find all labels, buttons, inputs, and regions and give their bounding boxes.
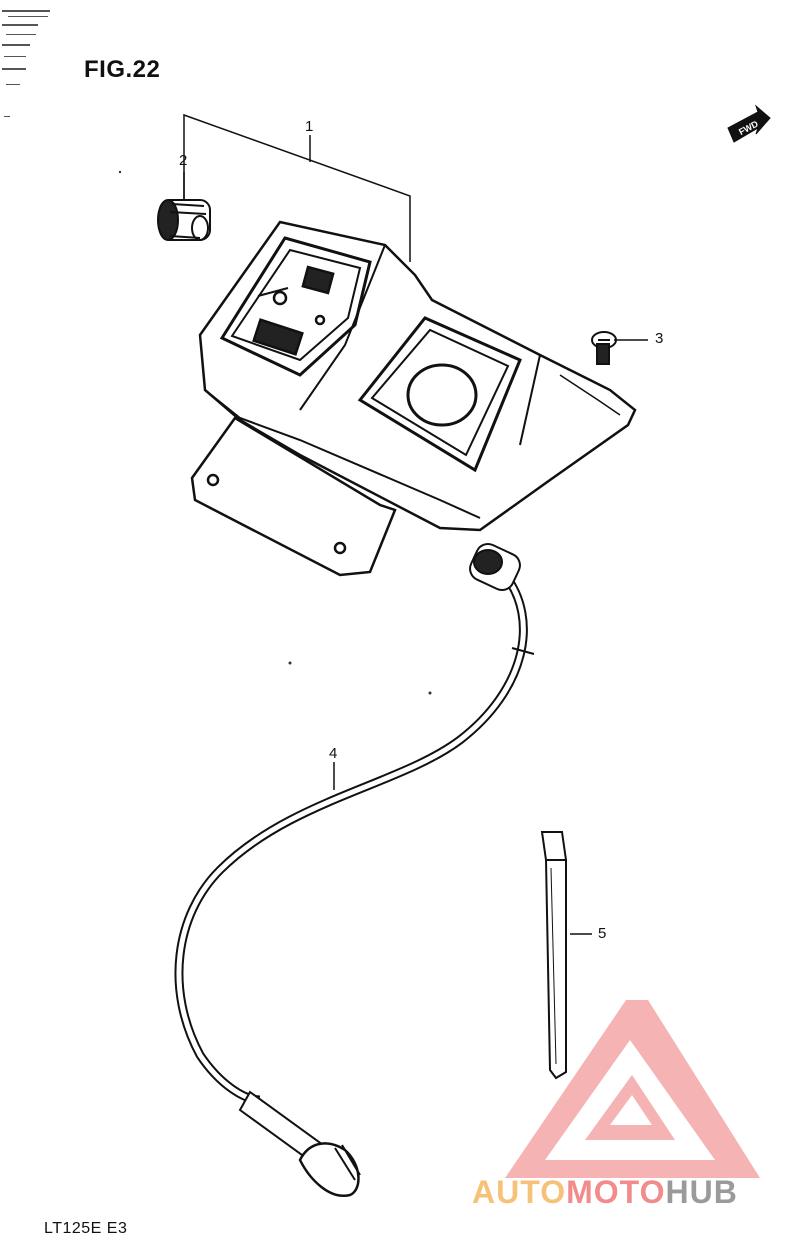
callout-5: 5 [598,925,607,942]
callout-1: 1 [305,118,314,135]
model-label: LT125E E3 [44,1220,128,1237]
watermark-logo [505,1000,760,1178]
part-5-cable-tie [540,831,592,1080]
scan-specks [118,170,432,695]
part-4-speedometer-cable [174,543,535,1198]
part-3-screw [591,331,648,365]
part-2-bulb-socket [157,172,211,241]
watermark-hub: HUB [665,1174,738,1210]
watermark-wordmark: AUTOMOTOHUB [472,1174,738,1211]
callout-3: 3 [655,330,664,347]
watermark-auto: AUTO [472,1174,567,1210]
scan-noise [2,10,50,117]
callout-4: 4 [329,745,338,762]
forward-arrow-icon: FWD [727,104,771,143]
callout-2: 2 [179,152,188,169]
figure-title: FIG.22 [84,56,161,83]
callout-1-leader [183,113,411,262]
part-1-meter-housing [190,220,637,577]
watermark-moto: MOTO [566,1174,666,1210]
